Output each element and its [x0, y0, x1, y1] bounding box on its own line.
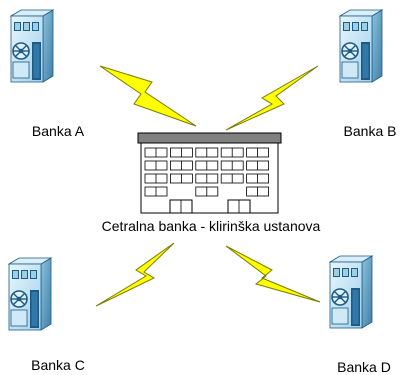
bank-c-label: Banka C: [31, 357, 85, 373]
bank-a-label: Banka A: [32, 123, 85, 139]
bank-d-building-icon: [329, 255, 373, 329]
lightning-c-icon: [95, 242, 175, 307]
bank-b-label: Banka B: [344, 123, 397, 139]
lightning-b-icon: [225, 65, 319, 131]
bank-b-building-icon: [339, 9, 383, 83]
lightning-a-icon: [99, 65, 197, 127]
central-bank-building-icon: [137, 132, 282, 214]
bank-d-label: Banka D: [337, 359, 391, 375]
lightning-d-icon: [225, 245, 321, 303]
central-bank-label: Cetralna banka - klirinška ustanova: [102, 218, 321, 234]
bank-c-building-icon: [8, 257, 52, 331]
bank-a-building-icon: [10, 9, 54, 83]
